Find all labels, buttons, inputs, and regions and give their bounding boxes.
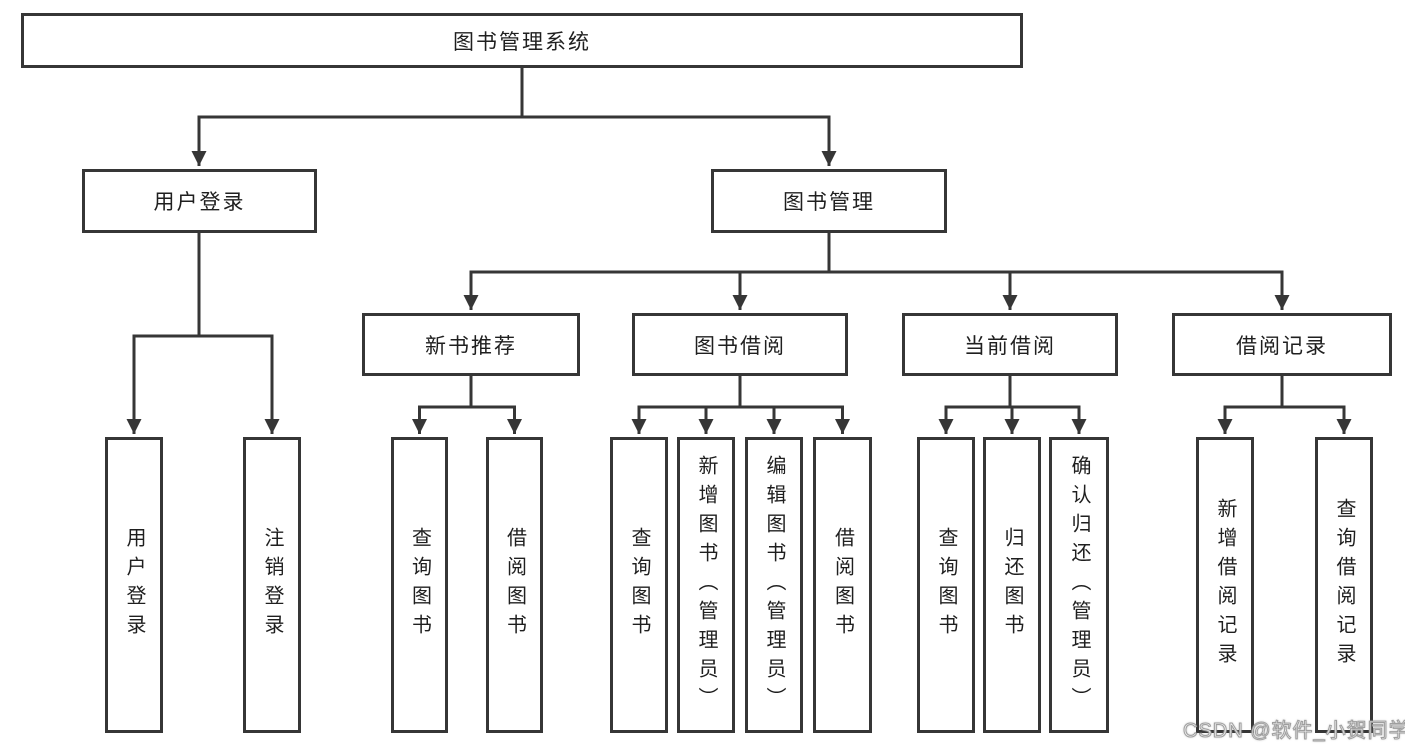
- node-label: 图书管理系统: [453, 30, 591, 54]
- node-label: 查询图书: [628, 527, 650, 643]
- node-label: 借阅图书: [831, 527, 854, 643]
- node-label: 查询图书: [408, 527, 431, 643]
- node-label: 用户登录: [153, 191, 246, 214]
- node-label: 借阅记录: [1236, 334, 1328, 358]
- node-label: 用户登录: [123, 527, 145, 643]
- leaf-recommend-query-books: 查询图书: [391, 437, 448, 733]
- node-label: 当前借阅: [964, 334, 1056, 358]
- node-label: 新增图书（管理员）: [695, 454, 717, 716]
- node-label: 编辑图书（管理员）: [763, 454, 785, 716]
- node-label: 借阅图书: [503, 527, 526, 643]
- node-book-management: 图书管理: [711, 169, 947, 233]
- node-label: 归还图书: [1001, 527, 1023, 643]
- node-label: 注销登录: [261, 527, 283, 643]
- node-label: 新书推荐: [425, 334, 517, 358]
- node-current-borrow: 当前借阅: [902, 313, 1118, 376]
- node-label: 查询图书: [935, 527, 957, 643]
- leaf-recommend-borrow-books: 借阅图书: [486, 437, 543, 733]
- leaf-query-borrow-record: 查询借阅记录: [1315, 437, 1373, 733]
- node-label: 新增借阅记录: [1214, 498, 1236, 672]
- leaf-add-books-admin: 新增图书（管理员）: [677, 437, 735, 733]
- leaf-edit-books-admin: 编辑图书（管理员）: [745, 437, 803, 733]
- node-system-root: 图书管理系统: [21, 13, 1023, 68]
- node-label: 确认归还（管理员）: [1068, 454, 1090, 716]
- leaf-borrow-books: 借阅图书: [813, 437, 872, 733]
- csdn-watermark: CSDN @软件_小贺同学: [1183, 720, 1405, 743]
- node-borrow-records: 借阅记录: [1172, 313, 1392, 376]
- leaf-borrow-query-books: 查询图书: [610, 437, 668, 733]
- node-label: 图书管理: [783, 191, 875, 214]
- leaf-return-books: 归还图书: [983, 437, 1041, 733]
- leaf-confirm-return-admin: 确认归还（管理员）: [1049, 437, 1109, 733]
- node-user-login: 用户登录: [82, 169, 317, 233]
- leaf-current-query-books: 查询图书: [917, 437, 975, 733]
- leaf-logout: 注销登录: [243, 437, 301, 733]
- node-label: 图书借阅: [694, 334, 786, 358]
- leaf-add-borrow-record: 新增借阅记录: [1196, 437, 1254, 733]
- leaf-user-login: 用户登录: [105, 437, 163, 733]
- node-book-borrow: 图书借阅: [632, 313, 848, 376]
- node-label: 查询借阅记录: [1333, 498, 1355, 672]
- node-new-book-recommend: 新书推荐: [362, 313, 580, 376]
